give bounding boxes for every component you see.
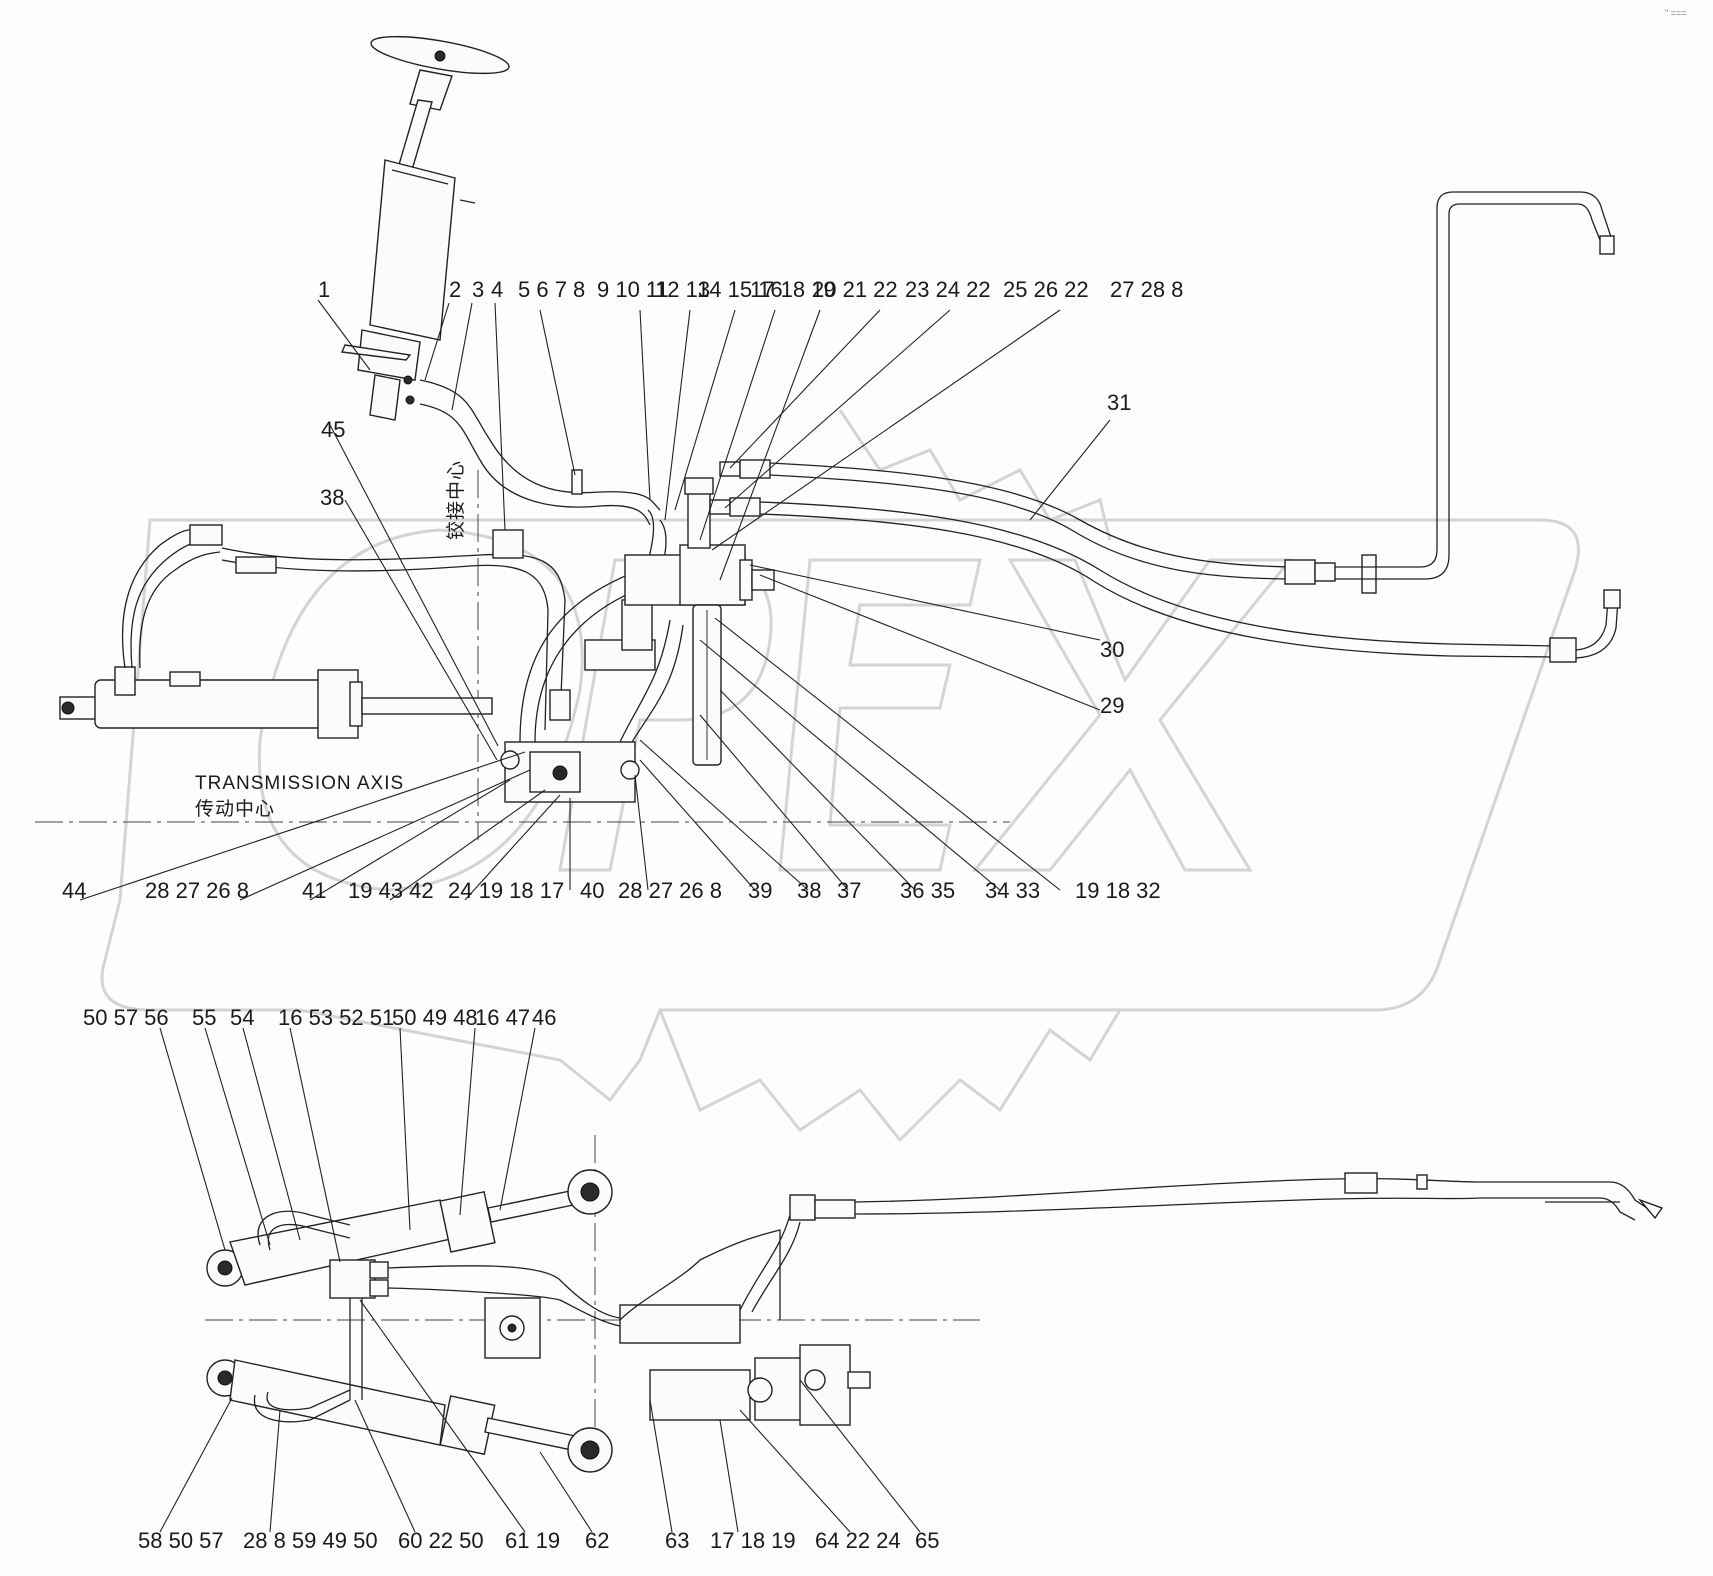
callout: 25 26 22 bbox=[1003, 277, 1089, 302]
callout: 28 8 59 49 50 bbox=[243, 1528, 378, 1553]
callout: 46 bbox=[532, 1005, 556, 1030]
cylinder-gland bbox=[439, 1190, 496, 1253]
callout: 3 bbox=[472, 277, 484, 302]
callout: 40 bbox=[580, 878, 604, 903]
cylinder-rod bbox=[484, 1417, 576, 1451]
cylinder-barrel bbox=[229, 1359, 446, 1446]
swivel-block bbox=[492, 529, 524, 559]
callout: 5 6 7 8 bbox=[518, 277, 585, 302]
steering-shaft bbox=[397, 99, 433, 171]
callout: 12 13 bbox=[655, 277, 710, 302]
callout: 50 57 56 bbox=[83, 1005, 169, 1030]
callout: 16 53 52 51 bbox=[278, 1005, 394, 1030]
cylinder-port bbox=[114, 666, 136, 696]
callout: 45 bbox=[321, 417, 345, 442]
callout: 9 10 11 bbox=[597, 277, 669, 302]
callout: 23 24 22 bbox=[905, 277, 991, 302]
callout: 44 bbox=[62, 878, 86, 903]
flow-amplifier bbox=[624, 477, 775, 766]
callout: 37 bbox=[837, 878, 861, 903]
junction-block bbox=[484, 1297, 541, 1359]
callout: 60 22 50 bbox=[398, 1528, 484, 1553]
callout: 54 bbox=[230, 1005, 254, 1030]
callout: 65 bbox=[915, 1528, 939, 1553]
callout: 17 18 19 bbox=[750, 277, 836, 302]
callout: 36 35 bbox=[900, 878, 955, 903]
callout: 24 19 18 17 bbox=[448, 878, 564, 903]
left-steering-cylinder bbox=[59, 524, 566, 739]
callout: 50 49 48 bbox=[392, 1005, 478, 1030]
hose-fitting bbox=[235, 556, 277, 574]
callout: 29 bbox=[1100, 693, 1124, 718]
callout: 41 bbox=[302, 878, 326, 903]
callout: 39 bbox=[748, 878, 772, 903]
top-callouts: 1 2 3 4 5 6 7 8 9 10 11 12 13 14 15 16 1… bbox=[62, 277, 1183, 903]
callout: 19 18 32 bbox=[1075, 878, 1161, 903]
callout: 55 bbox=[192, 1005, 216, 1030]
callout: 27 28 8 bbox=[1110, 277, 1183, 302]
pump-body bbox=[649, 1369, 751, 1421]
callout: 1 bbox=[318, 277, 330, 302]
callout: 63 bbox=[665, 1528, 689, 1553]
watermark-logo bbox=[100, 409, 1580, 1143]
rear-hoses bbox=[709, 191, 1621, 663]
pump-group bbox=[619, 1172, 1664, 1426]
callout: 34 33 bbox=[985, 878, 1040, 903]
callout: 64 22 24 bbox=[815, 1528, 901, 1553]
callout: 28 27 26 8 bbox=[145, 878, 249, 903]
valve-bracket-upright bbox=[621, 599, 653, 651]
callout: 16 47 bbox=[475, 1005, 530, 1030]
steering-unit bbox=[340, 35, 510, 421]
lower-steering-cylinder bbox=[206, 1359, 613, 1473]
callout: 28 27 26 8 bbox=[618, 878, 722, 903]
pump-valve-body bbox=[619, 1304, 741, 1344]
bottom-leaders bbox=[159, 1027, 921, 1533]
articulation-axis-label-cn: 铰接中心 bbox=[445, 460, 467, 540]
cylinder-rod bbox=[361, 697, 493, 715]
upper-steering-cylinder bbox=[206, 1169, 613, 1287]
transmission-axis-label-cn: 传动中心 bbox=[195, 798, 275, 820]
cylinder-rod bbox=[487, 1189, 579, 1223]
manifold-block bbox=[329, 1259, 376, 1299]
callout: 19 43 42 bbox=[348, 878, 434, 903]
callout: 4 bbox=[491, 277, 503, 302]
callout: 30 bbox=[1100, 637, 1124, 662]
transmission-axis-label: TRANSMISSION AXIS bbox=[195, 773, 404, 794]
top-leaders bbox=[79, 299, 1111, 901]
callout: 17 18 19 bbox=[710, 1528, 796, 1553]
steering-wheel-hub bbox=[434, 50, 446, 62]
callout: 61 19 bbox=[505, 1528, 560, 1553]
callout: 38 bbox=[320, 485, 344, 510]
hose-fitting bbox=[189, 524, 223, 546]
callout: 31 bbox=[1107, 390, 1131, 415]
callout: 38 bbox=[797, 878, 821, 903]
tee-fitting bbox=[789, 1194, 816, 1221]
corner-mark: " === bbox=[1665, 8, 1686, 18]
bottom-manifold bbox=[329, 1259, 621, 1400]
bottom-callouts: 50 57 56 55 54 16 53 52 51 50 49 48 16 4… bbox=[83, 1005, 939, 1553]
callout: 14 15 16 bbox=[697, 277, 783, 302]
callout: 58 50 57 bbox=[138, 1528, 224, 1553]
callout: 62 bbox=[585, 1528, 609, 1553]
callout: 2 bbox=[449, 277, 461, 302]
hose-clamp bbox=[571, 469, 583, 495]
steering-column-housing bbox=[369, 159, 456, 341]
callout: 20 21 22 bbox=[812, 277, 898, 302]
